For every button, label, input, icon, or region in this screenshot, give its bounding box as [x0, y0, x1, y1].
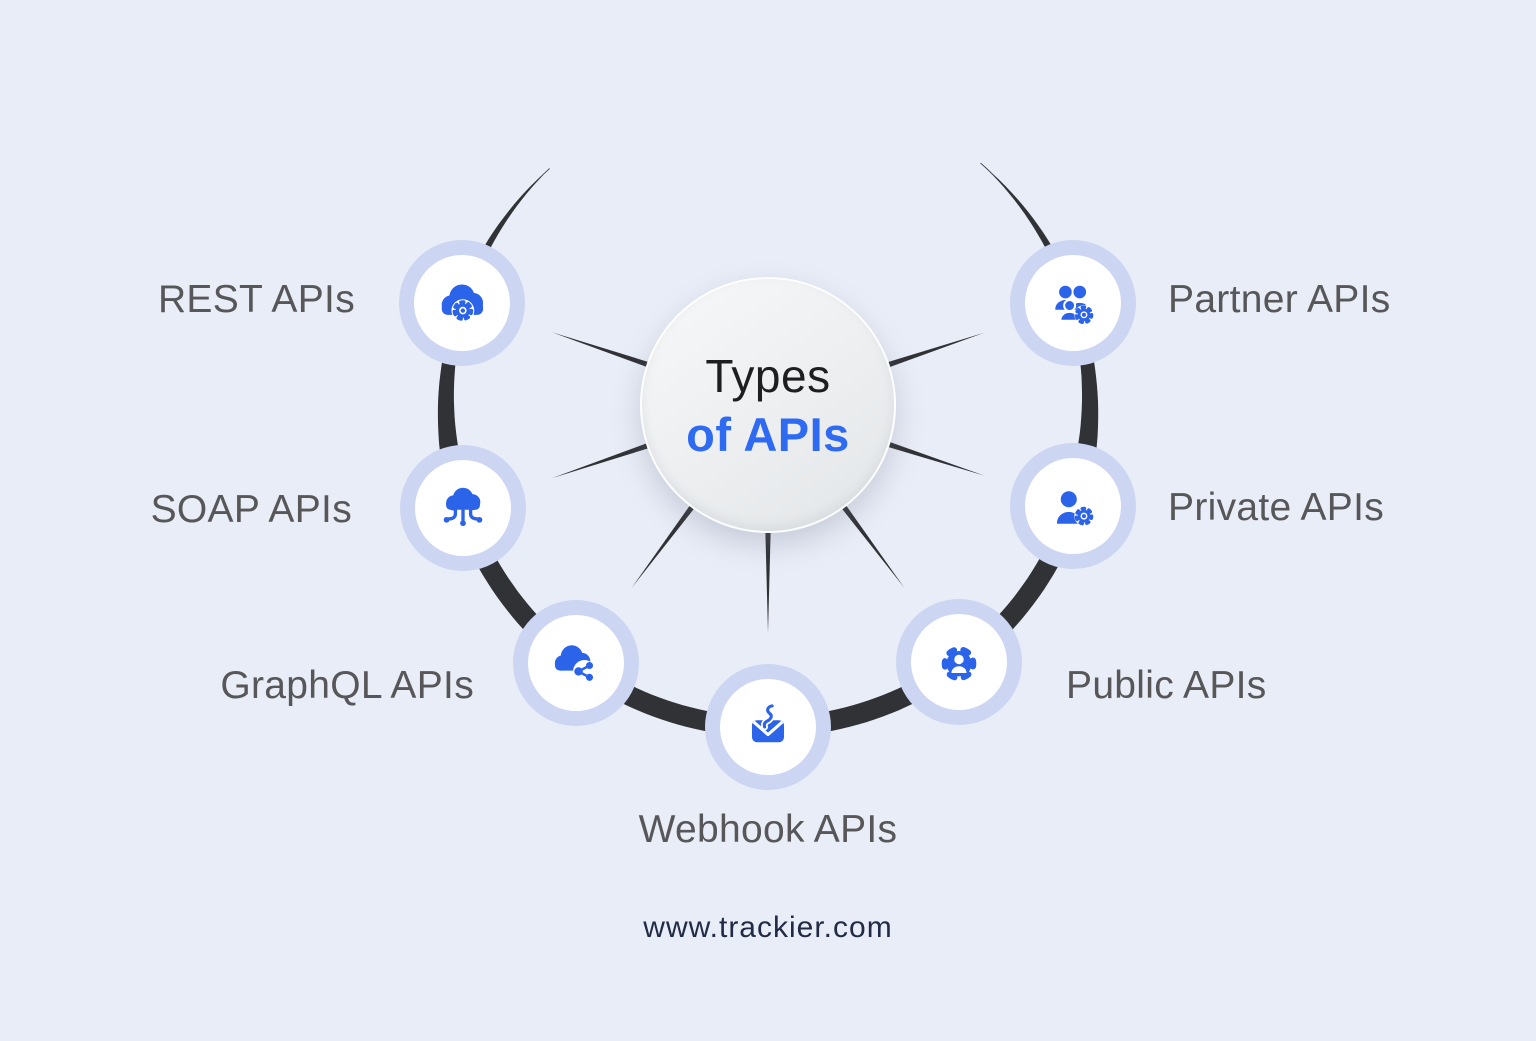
- users-gear-icon: [1055, 285, 1094, 325]
- node-label-graphql: GraphQL APIs: [220, 664, 474, 707]
- node-label-partner: Partner APIs: [1168, 278, 1391, 321]
- node-circle: [415, 460, 511, 556]
- connector-ring: [437, 162, 1099, 738]
- node-public-apis: [896, 599, 1022, 725]
- node-webhook-apis: [705, 664, 831, 790]
- node-label-webhook: Webhook APIs: [638, 808, 898, 851]
- diagram-title-line1: Types: [705, 349, 831, 402]
- node-label-private: Private APIs: [1168, 486, 1385, 529]
- node-label-soap: SOAP APIs: [150, 488, 352, 531]
- node-graphql-apis: [513, 600, 639, 726]
- node-circle: [1025, 255, 1121, 351]
- gear-user-icon: [941, 646, 977, 681]
- node-rest-apis: [399, 240, 525, 366]
- node-soap-apis: [400, 445, 526, 571]
- center-circle: Types of APIs: [640, 277, 896, 533]
- node-circle: [528, 615, 624, 711]
- envelope-hook-icon: [751, 702, 785, 743]
- node-private-apis: [1010, 443, 1136, 569]
- cloud-connections-icon: [443, 487, 483, 527]
- diagram-title-line2: of APIs: [686, 407, 850, 461]
- node-circle: [414, 255, 510, 351]
- node-circle: [911, 614, 1007, 710]
- cloud-share-icon: [554, 645, 596, 683]
- node-partner-apis: [1010, 240, 1136, 366]
- node-label-public: Public APIs: [1066, 664, 1267, 707]
- node-label-rest: REST APIs: [157, 278, 355, 321]
- spoke-lines: [551, 332, 985, 633]
- cloud-gear-icon: [441, 284, 484, 322]
- node-circle: [1025, 458, 1121, 554]
- website-url: www.trackier.com: [643, 911, 893, 944]
- node-circle: [720, 679, 816, 775]
- user-gear-icon: [1056, 491, 1094, 526]
